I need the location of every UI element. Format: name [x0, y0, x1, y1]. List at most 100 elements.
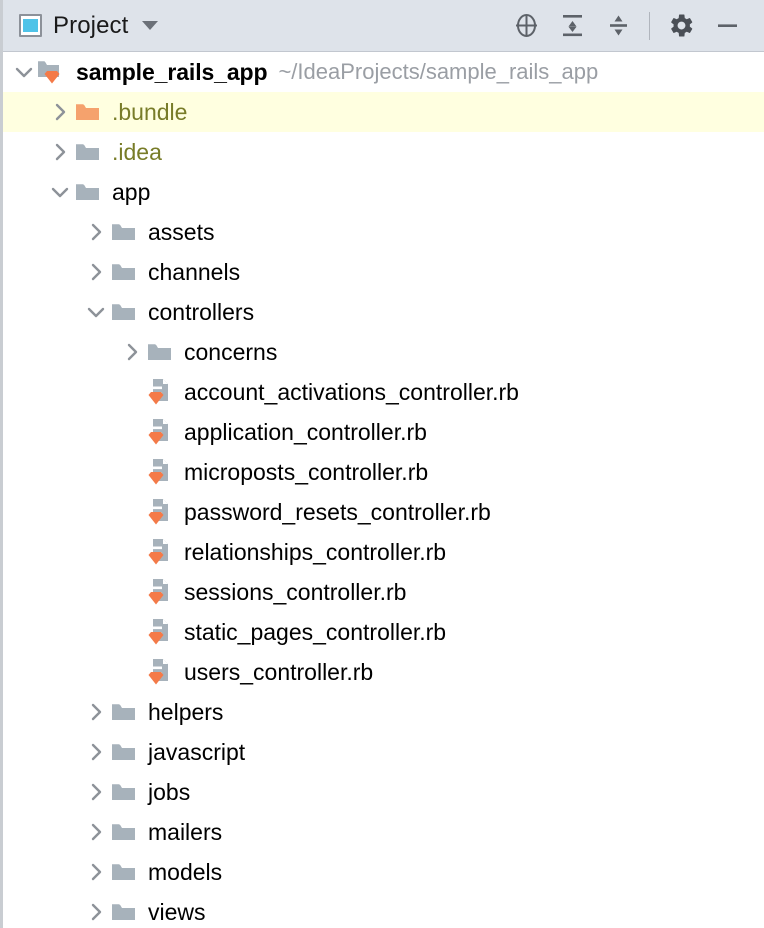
tree-row[interactable]: channels	[3, 252, 764, 292]
tree-row[interactable]: jobs	[3, 772, 764, 812]
collapse-all-icon[interactable]	[595, 5, 641, 47]
toolbar: Project	[3, 0, 764, 52]
chevron-right-icon[interactable]	[83, 772, 109, 812]
tree-row[interactable]: javascript	[3, 732, 764, 772]
chevron-right-icon[interactable]	[83, 212, 109, 252]
tree-row[interactable]: concerns	[3, 332, 764, 372]
module-folder-icon	[37, 52, 67, 92]
tree-row[interactable]: application_controller.rb	[3, 412, 764, 452]
ruby-file-icon	[145, 572, 175, 612]
folder-icon	[73, 172, 103, 212]
ruby-file-icon	[145, 612, 175, 652]
chevron-right-icon[interactable]	[119, 332, 145, 372]
tree-row-label: mailers	[148, 818, 223, 845]
chevron-right-icon[interactable]	[47, 132, 73, 172]
tree-row-label: views	[148, 898, 206, 925]
tree-row-label: .idea	[112, 138, 162, 165]
tree-row-label: sessions_controller.rb	[184, 578, 407, 605]
toolbar-divider	[649, 11, 650, 40]
panel-title: Project	[53, 11, 129, 39]
tree-row-path: ~/IdeaProjects/sample_rails_app	[278, 59, 599, 84]
chevron-down-icon[interactable]	[47, 172, 73, 212]
twisty-spacer	[119, 452, 145, 492]
folder-icon	[109, 812, 139, 852]
tree-row[interactable]: password_resets_controller.rb	[3, 492, 764, 532]
twisty-spacer	[119, 372, 145, 412]
chevron-right-icon[interactable]	[83, 732, 109, 772]
project-tree[interactable]: sample_rails_app ~/IdeaProjects/sample_ra…	[3, 52, 764, 928]
tree-row[interactable]: controllers	[3, 292, 764, 332]
tree-row-label: application_controller.rb	[184, 418, 427, 445]
tree-row[interactable]: .idea	[3, 132, 764, 172]
chevron-right-icon[interactable]	[47, 92, 73, 132]
minimize-icon[interactable]	[704, 5, 750, 47]
ruby-file-icon	[145, 372, 175, 412]
tree-row-label: users_controller.rb	[184, 658, 374, 685]
tree-row[interactable]: users_controller.rb	[3, 652, 764, 692]
toolbar-actions	[503, 5, 750, 47]
tree-row[interactable]: views	[3, 892, 764, 928]
tree-row-label: controllers	[148, 298, 255, 325]
folder-icon	[145, 332, 175, 372]
chevron-right-icon[interactable]	[83, 252, 109, 292]
folder-icon	[109, 892, 139, 928]
tree-row-label: microposts_controller.rb	[184, 458, 429, 485]
tree-row[interactable]: relationships_controller.rb	[3, 532, 764, 572]
tree-row[interactable]: static_pages_controller.rb	[3, 612, 764, 652]
tree-row[interactable]: models	[3, 852, 764, 892]
ruby-file-icon	[145, 452, 175, 492]
tree-row-label: account_activations_controller.rb	[184, 378, 519, 405]
chevron-down-icon[interactable]	[142, 21, 159, 30]
chevron-down-icon[interactable]	[11, 52, 37, 92]
tree-row[interactable]: mailers	[3, 812, 764, 852]
project-view-icon	[19, 14, 42, 37]
tree-row[interactable]: microposts_controller.rb	[3, 452, 764, 492]
tree-row[interactable]: app	[3, 172, 764, 212]
tree-row[interactable]: .bundle	[3, 92, 764, 132]
folder-icon	[109, 852, 139, 892]
expand-all-icon[interactable]	[549, 5, 595, 47]
tree-row-label: .bundle	[112, 98, 188, 125]
tree-row-label: jobs	[148, 778, 191, 805]
folder-icon	[109, 692, 139, 732]
locate-crosshair-icon[interactable]	[503, 5, 549, 47]
chevron-down-icon[interactable]	[83, 292, 109, 332]
tree-row-label: channels	[148, 258, 241, 285]
chevron-right-icon[interactable]	[83, 692, 109, 732]
tree-row[interactable]: account_activations_controller.rb	[3, 372, 764, 412]
tree-row[interactable]: sample_rails_app ~/IdeaProjects/sample_ra…	[3, 52, 764, 92]
chevron-right-icon[interactable]	[83, 892, 109, 928]
tree-row-label: helpers	[148, 698, 224, 725]
tree-row-label: models	[148, 858, 223, 885]
tree-row-label: sample_rails_app	[76, 58, 268, 85]
twisty-spacer	[119, 612, 145, 652]
tree-row-label: concerns	[184, 338, 278, 365]
tree-row-label: relationships_controller.rb	[184, 538, 447, 565]
folder-icon	[109, 252, 139, 292]
ruby-file-icon	[145, 492, 175, 532]
tree-row-label: password_resets_controller.rb	[184, 498, 491, 525]
tree-row[interactable]: sessions_controller.rb	[3, 572, 764, 612]
folder-icon	[109, 732, 139, 772]
ruby-file-icon	[145, 532, 175, 572]
gear-icon[interactable]	[658, 5, 704, 47]
chevron-right-icon[interactable]	[83, 812, 109, 852]
folder-icon	[109, 212, 139, 252]
twisty-spacer	[119, 652, 145, 692]
toolbar-title-group[interactable]: Project	[19, 11, 159, 40]
ruby-file-icon	[145, 412, 175, 452]
twisty-spacer	[119, 492, 145, 532]
tree-row-label: javascript	[148, 738, 246, 765]
tree-row-label: app	[112, 178, 151, 205]
tree-row[interactable]: helpers	[3, 692, 764, 732]
folder-icon	[73, 132, 103, 172]
folder-excluded-icon	[73, 92, 103, 132]
twisty-spacer	[119, 412, 145, 452]
tree-row-label: assets	[148, 218, 215, 245]
chevron-right-icon[interactable]	[83, 852, 109, 892]
tree-row-label: static_pages_controller.rb	[184, 618, 447, 645]
tree-row[interactable]: assets	[3, 212, 764, 252]
ruby-file-icon	[145, 652, 175, 692]
folder-icon	[109, 292, 139, 332]
twisty-spacer	[119, 532, 145, 572]
